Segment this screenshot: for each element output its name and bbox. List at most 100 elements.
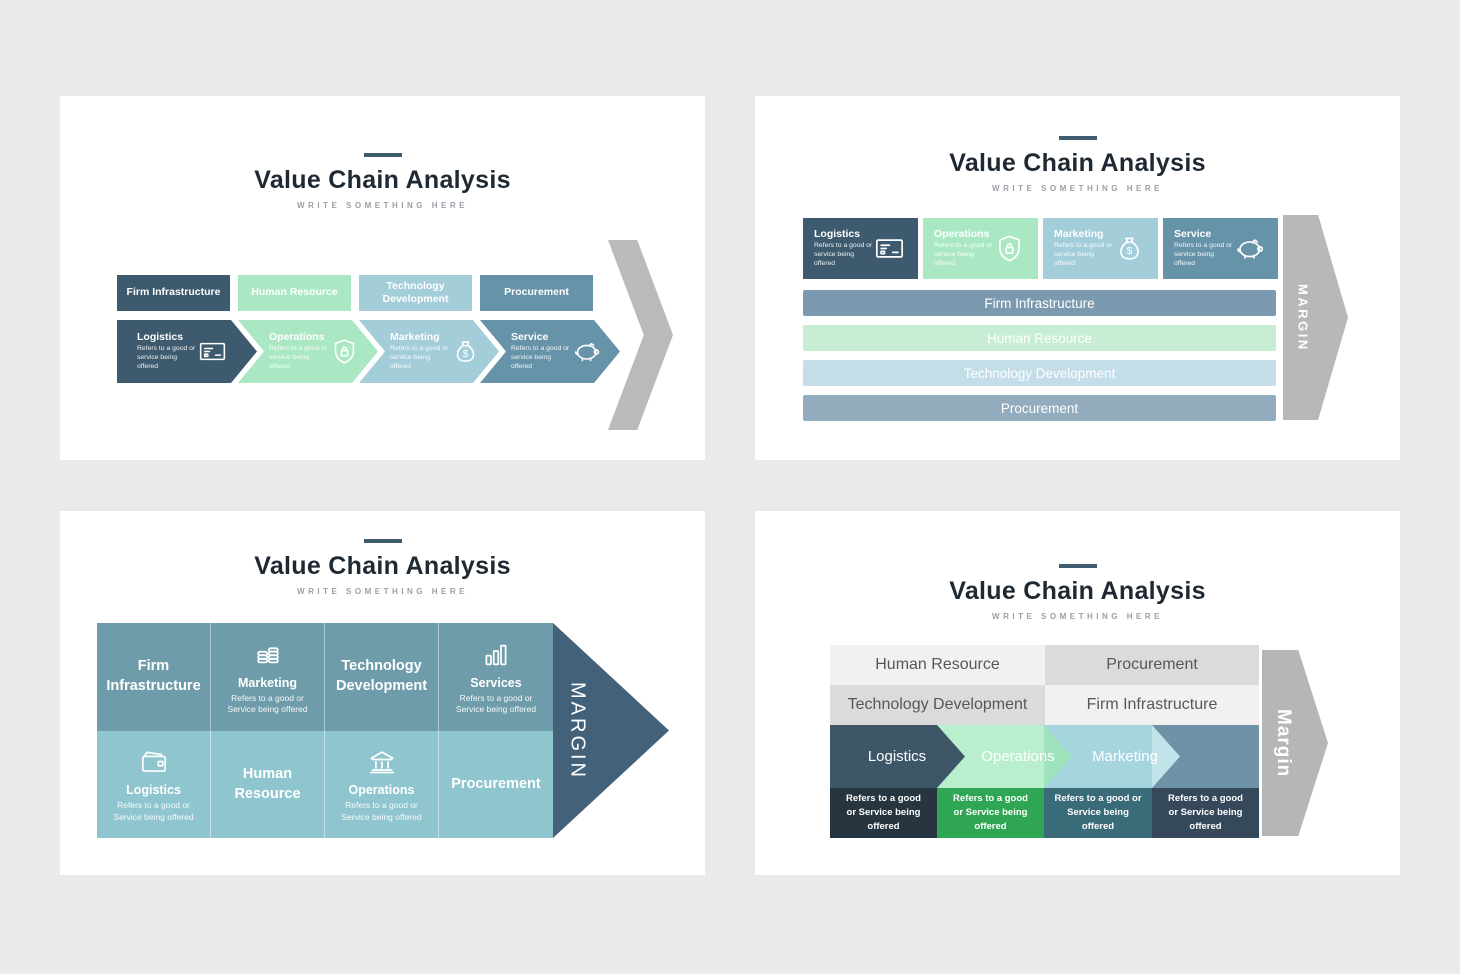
shield-lock-icon (330, 337, 359, 366)
activity-label: Operations (934, 228, 990, 241)
refer-box-1: Refers to a good or Service being offere… (830, 788, 937, 838)
coins-icon (252, 639, 284, 671)
cell-label: Logistics (126, 783, 181, 798)
slide-subtitle: WRITE SOMETHING HERE (297, 587, 468, 596)
slide-title: Value Chain Analysis (949, 577, 1206, 605)
margin-label: MARGIN (1295, 283, 1311, 352)
margin-arrow: Margin (1262, 650, 1328, 836)
activity-desc: Refers to a good or service being offere… (511, 345, 570, 370)
cell-label: Technology Development (335, 658, 428, 694)
slide-title: Value Chain Analysis (254, 166, 511, 194)
bar-label: Human Resource (986, 330, 1093, 346)
table-cell-logistics: Logistics Refers to a good or Service be… (97, 731, 211, 838)
wallet-icon (138, 746, 170, 778)
cell-desc: Refers to a good or Service being offere… (227, 692, 308, 714)
chevron-label-operations: Operations (981, 748, 1055, 765)
cell-label: Human Resource (234, 765, 301, 802)
cell-label: Marketing (237, 675, 298, 690)
cell-label: Firm Infrastructure (106, 658, 201, 694)
cell-desc: Refers to a good or Service being offere… (341, 800, 422, 822)
activity-desc: Refers to a good or service being offere… (390, 345, 449, 370)
slide-subtitle: WRITE SOMETHING HERE (992, 184, 1163, 193)
support-bar-procurement: Procurement (803, 395, 1276, 421)
chevron-label-marketing: Marketing (1092, 748, 1158, 765)
activity-desc: Refers to a good or service being offere… (1174, 242, 1233, 267)
value-chain-table: Firm Infrastructure Marketing Refers to … (97, 623, 553, 838)
support-bar-technology-development: Technology Development (803, 360, 1276, 386)
support-bar-firm-infrastructure: Firm Infrastructure (803, 290, 1276, 316)
money-bag-icon (1114, 233, 1145, 264)
support-box-human-resource: Human Resource (238, 275, 351, 311)
slide-subtitle: WRITE SOMETHING HERE (992, 612, 1163, 621)
grid-cell-technology-development: Technology Development (830, 685, 1045, 725)
activity-desc: Refers to a good or service being offere… (137, 345, 196, 370)
chevron-label-logistics: Logistics (867, 748, 927, 765)
activity-card-marketing: Marketing Refers to a good or service be… (1043, 218, 1158, 279)
title-accent-dash (363, 153, 402, 157)
activity-desc: Refers to a good or service being offere… (1054, 242, 1113, 267)
table-cell-services: Services Refers to a good or Service bei… (439, 623, 553, 731)
support-box-procurement: Procurement (480, 275, 593, 311)
slide-header: Value Chain Analysis WRITE SOMETHING HER… (60, 539, 705, 596)
activity-card-logistics: Logistics Refers to a good or service be… (803, 218, 918, 279)
piggy-bank-icon (572, 337, 601, 366)
bar-label: Procurement (1000, 400, 1079, 416)
primary-chevron-logistics: Logistics Refers to a good or service be… (117, 320, 257, 383)
slide-header: Value Chain Analysis WRITE SOMETHING HER… (755, 564, 1400, 621)
activity-label: Service (511, 331, 549, 344)
activity-label: Logistics (137, 331, 184, 344)
shield-lock-icon (994, 233, 1025, 264)
primary-chevron-service: Service Refers to a good or service bein… (480, 320, 620, 383)
margin-label: Margin (1273, 708, 1294, 778)
slide-header: Value Chain Analysis WRITE SOMETHING HER… (755, 136, 1400, 193)
cell-desc: Refers to a good or Service being offere… (455, 692, 537, 714)
cell-label: Operations (348, 783, 415, 798)
grid-cell-procurement: Procurement (1045, 645, 1259, 685)
cell-label: Services (470, 675, 522, 690)
activity-desc: Refers to a good or service being offere… (934, 242, 993, 267)
table-cell-procurement: Procurement (439, 731, 553, 838)
activity-label: Marketing (390, 331, 440, 344)
cell-label: Procurement (451, 775, 541, 792)
support-box-technology-development: Technology Development (359, 275, 472, 311)
activity-label: Logistics (814, 228, 861, 241)
forward-chevron-shape (608, 240, 673, 430)
table-cell-technology-development: Technology Development (325, 623, 439, 731)
slide-1-chevron-value-chain[interactable]: Value Chain Analysis WRITE SOMETHING HER… (60, 96, 705, 460)
table-cell-marketing: Marketing Refers to a good or Service be… (211, 623, 325, 731)
piggy-bank-icon (1234, 233, 1265, 264)
money-bag-icon (451, 337, 480, 366)
envelope-icon (874, 233, 905, 264)
slide-2-stacked-bars-value-chain[interactable]: Value Chain Analysis WRITE SOMETHING HER… (755, 96, 1400, 460)
activity-desc: Refers to a good or service being offere… (269, 345, 328, 370)
bank-icon (366, 746, 398, 778)
bar-label: Technology Development (963, 365, 1116, 381)
margin-arrow: MARGIN (1283, 215, 1348, 420)
primary-chevron-operations: Operations Refers to a good or service b… (238, 320, 378, 383)
slide-title: Value Chain Analysis (254, 552, 511, 580)
support-box-firm-infrastructure: Firm Infrastructure (117, 275, 230, 311)
table-cell-human-resource: Human Resource (211, 731, 325, 838)
refer-box-4: Refers to a good or Service being offere… (1152, 788, 1259, 838)
envelope-icon (198, 337, 227, 366)
margin-label: MARGIN (566, 681, 589, 780)
activity-label: Marketing (1054, 228, 1104, 241)
title-accent-dash (363, 539, 402, 543)
slide-4-grid-chevron-value-chain[interactable]: Value Chain Analysis WRITE SOMETHING HER… (755, 511, 1400, 875)
grid-cell-firm-infrastructure: Firm Infrastructure (1045, 685, 1259, 725)
slide-subtitle: WRITE SOMETHING HERE (297, 201, 468, 210)
grid-cell-human-resource: Human Resource (830, 645, 1045, 685)
refer-box-2: Refers to a good or Service being offere… (937, 788, 1044, 838)
bar-chart-icon (480, 639, 512, 671)
slide-title: Value Chain Analysis (949, 149, 1206, 177)
bar-label: Firm Infrastructure (984, 295, 1095, 311)
activity-card-service: Service Refers to a good or service bein… (1163, 218, 1278, 279)
activity-label: Operations (269, 331, 325, 344)
title-accent-dash (1058, 564, 1097, 568)
slide-header: Value Chain Analysis WRITE SOMETHING HER… (60, 153, 705, 210)
slide-3-table-value-chain[interactable]: Value Chain Analysis WRITE SOMETHING HER… (60, 511, 705, 875)
title-accent-dash (1058, 136, 1097, 140)
activity-label: Service (1174, 228, 1212, 241)
primary-chevron-marketing: Marketing Refers to a good or service be… (359, 320, 499, 383)
